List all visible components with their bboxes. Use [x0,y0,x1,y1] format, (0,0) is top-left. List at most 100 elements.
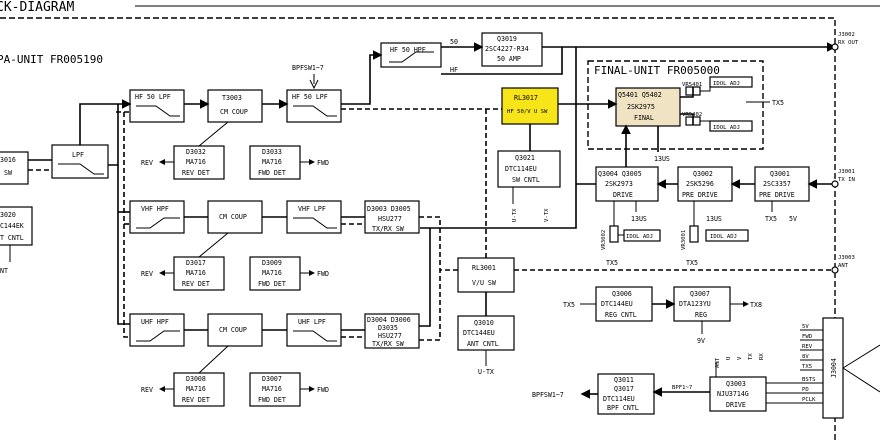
q3006-l2: DTC144EU [601,300,633,308]
q3001-l1: Q3001 [770,170,790,178]
rev1-label: REV [141,159,153,167]
hpf-curve [136,330,180,342]
d3032-l3: REV DET [182,169,210,177]
q3007-l1: Q3007 [690,290,710,298]
j3001-jack [831,180,839,188]
d3033-l1: D3033 [262,148,282,156]
wire-lpf-up [79,103,108,145]
rev2-label: REV [141,270,153,278]
q3001-block [754,166,810,202]
q3011-block [597,373,655,415]
idol-top-block [709,76,753,88]
q3004-l3: DRIVE [613,191,633,199]
q3003-in-tx: TX [748,353,754,360]
lpf-curve [293,105,337,117]
idol-r-block [705,229,749,242]
wire-coup2-det [198,232,229,258]
fwd1-label: FWD [317,159,329,167]
vr3002-resistor [609,225,619,243]
d3007-block [249,372,301,407]
q3011-l4: BPF CNTL [607,404,639,412]
q3004-block [595,166,659,202]
bpfsw-top-label: BPFSW1~7 [292,64,324,72]
q3020-l3: ANT CNTL [0,234,24,242]
pa-unit-border [0,17,836,441]
wire-lpf-bus [108,104,119,166]
q3011-l3: DTC114EU [603,395,635,403]
d3016-block [0,151,29,185]
d3016-l1: D3016 [0,156,16,164]
vr3001-resistor [689,225,699,243]
wire-rl3001-uhf [419,269,458,341]
wire-t3003-det [198,121,229,147]
vtx-q3021-label: V-TX [544,208,550,222]
tx5-b-label: TX5 [686,259,698,267]
wire-uhf-tx [419,228,431,327]
d3008-l2: MA716 [186,385,206,393]
d3007-l3: FWD DET [258,396,286,404]
q3020-block [0,206,33,246]
final-l2: 2SK2975 [627,103,655,111]
q3002-l3: PRE DRIVE [682,191,718,199]
vhf-lpf-label: VHF LPF [298,205,326,213]
fwd3-label: FWD [317,386,329,394]
wire-final-vr1 [680,87,694,98]
hf-lpf-2-label: HF 50 LPF [292,93,328,101]
d3033-l3: FWD DET [258,169,286,177]
uhf-hpf-label: UHF HPF [141,318,169,326]
lpf-curve [293,330,337,342]
wire-tx-main [420,184,577,229]
idol-mid-label: IDOL ADJ [713,125,740,131]
q3003-in-v: V [737,356,743,360]
j3004-pin-pclk: PCLK [802,397,816,403]
q3019-block [481,32,543,67]
q3006-l3: REG CNTL [605,311,637,319]
q3003-in-ant: ANT [715,357,721,368]
d3017-l2: MA716 [186,269,206,277]
q3020-l2: DTC144EK [0,222,24,230]
d3033-block [249,145,301,180]
label-50: 50 [450,38,458,46]
j3004-pin-bsts: BSTS [802,377,815,383]
t3003-l2: CM COUP [220,108,248,116]
j3004-pin-tx5: TX5 [802,364,812,370]
q3003-in-rx: RX [759,353,765,360]
tx5-a-label: TX5 [606,259,618,267]
t3003-l1: T3003 [222,94,242,102]
idol-l-label: IDOL ADJ [626,234,653,240]
rl3017-block [501,87,559,125]
tx5-c-label: TX5 [765,215,777,223]
d3004-l3: HSU277 [378,332,402,340]
idol-top-label: IDOL ADJ [713,81,740,87]
tx5-q3006-label: TX5 [563,301,575,309]
bpfsw-bottom-label: BPFSW1~7 [532,391,564,399]
lpf-block [51,144,109,179]
j3004-cable [842,344,880,393]
j3004-pin-pd: PD [802,387,809,393]
q3021-block [497,150,561,188]
d3008-block [173,372,225,407]
uhf-lpf-label: UHF LPF [298,318,326,326]
unit-title: PA-UNIT FR005190 [0,53,103,66]
lpf-label: LPF [72,151,84,159]
fwd2-label: FWD [317,270,329,278]
j3001-label: J3001 [838,169,855,175]
q3002-block [677,166,733,202]
vr3002-label: VR3002 [601,230,607,250]
t13us-a-label: 13US [631,215,647,223]
q3004-l1: Q3004 Q3005 [598,170,642,178]
d3003-l1: D3003 D3005 [367,205,411,213]
q3019-l1: Q3019 [497,35,517,43]
d3003-l3: TX/RX SW [372,225,404,233]
q3010-l1: Q3010 [474,319,494,327]
d3007-l2: MA716 [262,385,282,393]
rl3001-l1: RL3001 [472,264,496,272]
wire-hf-3 [341,90,371,105]
j3004-pin-8v: 8V [802,354,809,360]
j3003-jack [831,266,839,274]
wire-final-vr2 [680,113,694,125]
q3020-l1: Q3020 [0,211,16,219]
j3004-pin-fwd: FWD [802,334,813,340]
d3003-l2: HSU277 [378,215,402,223]
